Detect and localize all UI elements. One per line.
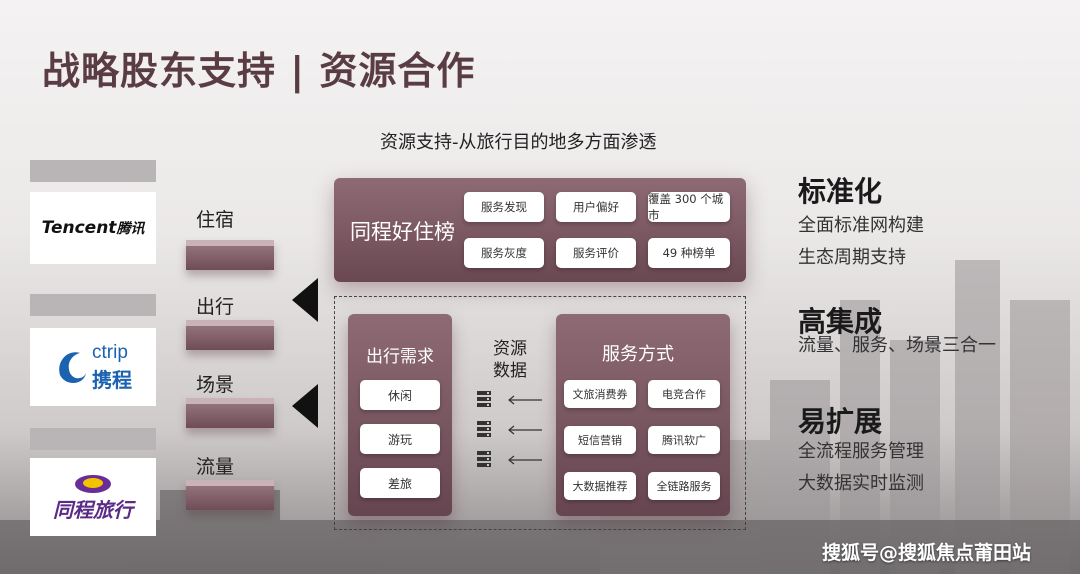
feature-line: 全流程服务管理	[798, 441, 924, 462]
feature-heading-integrated: 高集成	[798, 305, 883, 338]
service-item-coupon: 文旅消费券	[564, 380, 636, 408]
resource-flow-area	[334, 296, 746, 530]
tag-service-review: 服务评价	[556, 238, 636, 268]
feature-heading-extensible: 易扩展	[798, 405, 883, 438]
category-block-traffic	[186, 480, 274, 510]
service-item-sms: 短信营销	[564, 426, 636, 454]
arrow-left-icon	[508, 395, 542, 405]
category-label-travel: 出行	[196, 296, 235, 318]
feature-heading-standardized: 标准化	[798, 175, 883, 208]
resource-data-label: 资源 数据	[488, 338, 532, 382]
tag-user-preference: 用户偏好	[556, 192, 636, 222]
feature-line: 大数据实时监测	[798, 473, 924, 494]
travel-demand-title: 出行需求	[366, 347, 434, 367]
category-block-scene	[186, 398, 274, 428]
logo-band-tongcheng	[30, 428, 156, 450]
tag-city-coverage: 覆盖 300 个城市	[648, 192, 730, 222]
ctrip-logo-cn: 携程	[92, 367, 132, 392]
service-item-bigdata: 大数据推荐	[564, 472, 636, 500]
category-block-travel	[186, 320, 274, 350]
category-block-lodging	[186, 240, 274, 270]
tencent-logo: Tencent 腾讯	[30, 192, 156, 264]
server-icon	[477, 421, 491, 437]
diagram-subtitle: 资源支持-从旅行目的地多方面渗透	[380, 132, 657, 153]
category-label-traffic: 流量	[196, 456, 235, 478]
hao-zhu-bang-title: 同程好住榜	[350, 220, 455, 244]
triangle-pointer-icon	[292, 384, 318, 428]
server-icon	[477, 391, 491, 407]
tongcheng-logo-cn: 同程旅行	[53, 497, 133, 522]
service-item-fullchain: 全链路服务	[648, 472, 720, 500]
server-icon	[477, 451, 491, 467]
tencent-logo-cn: 腾讯	[116, 221, 145, 237]
tag-service-grayscale: 服务灰度	[464, 238, 544, 268]
category-label-scene: 场景	[196, 374, 235, 396]
tag-service-discovery: 服务发现	[464, 192, 544, 222]
demand-item-business: 差旅	[360, 468, 440, 498]
resource-data-line1: 资源	[493, 339, 527, 359]
ctrip-logo: ctrip 携程	[30, 328, 156, 406]
category-label-lodging: 住宿	[196, 209, 235, 231]
feature-line: 流量、服务、场景三合一	[798, 335, 996, 356]
arrow-left-icon	[508, 425, 542, 435]
feature-line: 全面标准网构建	[798, 215, 924, 236]
resource-data-line2: 数据	[493, 361, 527, 381]
logo-band-tencent	[30, 160, 156, 182]
triangle-pointer-icon	[292, 278, 318, 322]
tongcheng-logo: 同程旅行	[30, 458, 156, 536]
tag-ranking-count: 49 种榜单	[648, 238, 730, 268]
dolphin-icon	[59, 352, 86, 384]
arrow-left-icon	[508, 455, 542, 465]
tongcheng-mascot-icon	[75, 474, 111, 493]
service-item-esports: 电竞合作	[648, 380, 720, 408]
demand-item-leisure: 休闲	[360, 380, 440, 410]
service-mode-title: 服务方式	[602, 344, 674, 365]
ctrip-logo-en: ctrip	[92, 341, 128, 363]
page-title: 战略股东支持 | 资源合作	[42, 49, 476, 93]
logo-band-ctrip	[30, 294, 156, 316]
tencent-logo-en: Tencent	[41, 218, 117, 238]
demand-item-play: 游玩	[360, 424, 440, 454]
feature-line: 生态周期支持	[798, 247, 906, 268]
service-item-tencent-ads: 腾讯软广	[648, 426, 720, 454]
watermark: 搜狐号@搜狐焦点莆田站	[822, 542, 1032, 564]
